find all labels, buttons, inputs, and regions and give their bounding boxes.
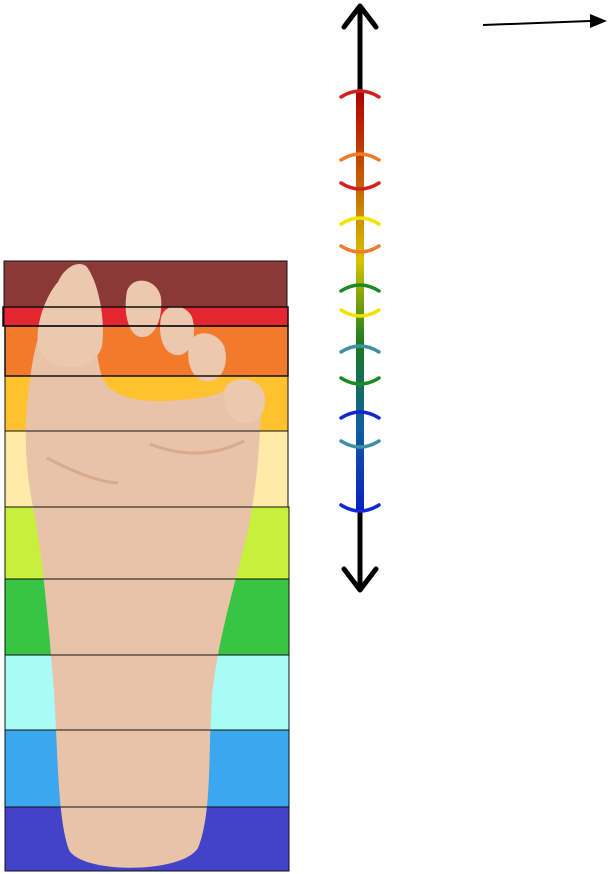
arrow-shaft bbox=[483, 21, 590, 25]
direction-arrow bbox=[483, 14, 607, 28]
arrow-right-icon bbox=[590, 14, 607, 28]
